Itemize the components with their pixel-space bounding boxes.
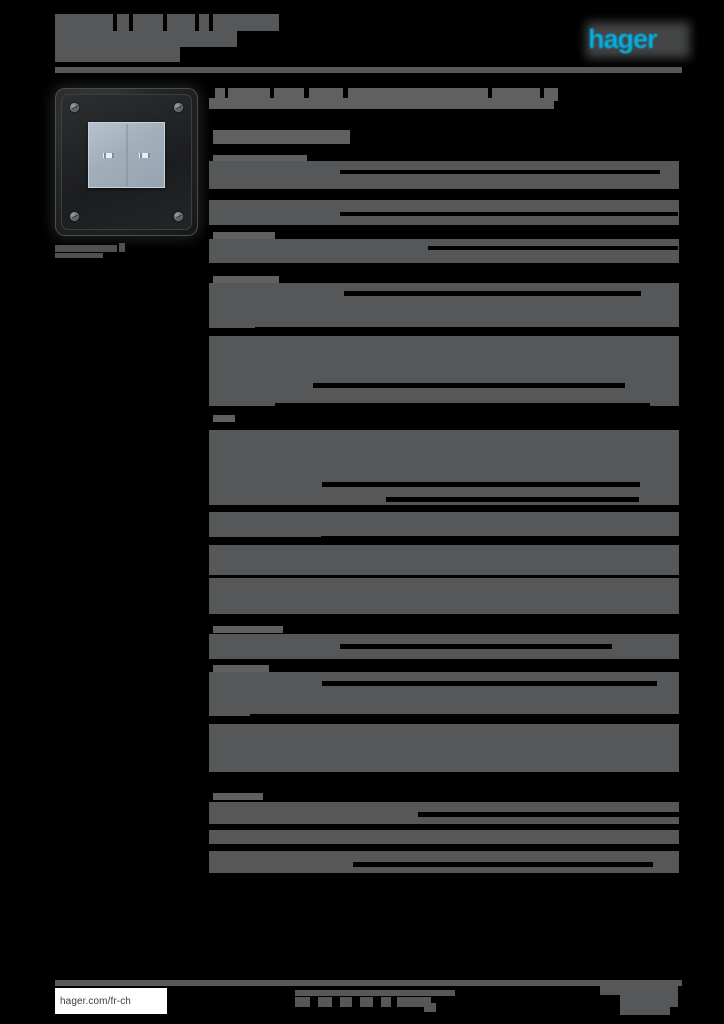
redaction-gap <box>340 212 678 216</box>
section-label-bar <box>213 415 235 422</box>
redaction-gap <box>344 291 641 296</box>
page-title-bar <box>55 14 113 31</box>
figure-caption-bar <box>119 243 125 252</box>
spec-row-bar <box>209 336 679 406</box>
spec-row-bar <box>209 672 679 716</box>
wall-plate-frame <box>55 88 198 236</box>
spec-row-bar <box>209 578 679 614</box>
screw-icon <box>70 212 79 221</box>
rocker-divider <box>126 124 127 186</box>
page-title-bar <box>213 14 279 31</box>
page-title-bar <box>133 14 163 31</box>
footer-text-bar <box>397 997 431 1007</box>
footer-url-box[interactable]: hager.com/fr-ch <box>55 988 167 1014</box>
product-image <box>55 88 198 236</box>
section-label-bar <box>213 793 263 800</box>
footer-url-label: hager.com/fr-ch <box>60 995 131 1007</box>
section-heading-bar <box>544 88 558 101</box>
page-title-bar <box>55 47 180 62</box>
page-title-bar <box>117 14 129 31</box>
footer-text-bar <box>295 990 455 996</box>
redaction-gap <box>353 862 653 867</box>
page-title-bar <box>55 31 237 47</box>
hager-logo[interactable]: hager <box>588 24 658 54</box>
subheading-bar <box>213 130 350 144</box>
section-heading-bar <box>348 88 488 101</box>
footer-text-bar <box>318 997 332 1007</box>
screw-icon <box>70 103 79 112</box>
redaction-gap <box>322 681 657 686</box>
figure-caption-bar <box>55 245 117 252</box>
section-heading-bar <box>492 88 540 101</box>
rocker-label-window <box>102 151 115 159</box>
redaction-gap <box>275 403 650 408</box>
spec-row-bar <box>209 830 679 844</box>
footer-text-bar <box>381 997 391 1007</box>
redaction-gap <box>255 327 679 336</box>
spec-row-bar <box>209 545 679 575</box>
footer-text-bar <box>424 1003 436 1012</box>
redaction-gap <box>250 714 679 724</box>
page-number-bar <box>600 986 636 995</box>
footer-text-bar <box>360 997 373 1007</box>
section-label-bar <box>213 626 283 633</box>
redaction-gap <box>322 482 640 487</box>
spec-row-bar <box>209 161 679 189</box>
section-label-bar <box>213 665 269 672</box>
redaction-gap <box>340 170 660 174</box>
section-heading-bar <box>274 88 304 101</box>
redaction-gap <box>340 644 612 649</box>
page-title-bar <box>167 14 195 31</box>
section-heading-bar <box>215 88 225 101</box>
redaction-gap <box>386 497 639 502</box>
redaction-gap <box>418 812 679 817</box>
redaction-gap <box>321 536 679 545</box>
screw-icon <box>174 212 183 221</box>
spec-row-bar <box>209 430 679 505</box>
section-heading-bar <box>309 88 343 101</box>
section-label-bar <box>213 155 307 162</box>
spec-row-bar <box>209 283 679 328</box>
redaction-gap <box>428 246 678 250</box>
footer-text-bar <box>340 997 352 1007</box>
figure-caption-bar <box>55 253 103 258</box>
section-heading-bar <box>228 88 270 101</box>
page-number-bar <box>620 986 678 1007</box>
screw-icon <box>174 103 183 112</box>
spec-row-bar <box>209 724 679 772</box>
spec-row-bar <box>209 512 679 537</box>
section-label-bar <box>213 276 279 283</box>
footer-divider <box>55 980 682 986</box>
double-rocker-switch <box>88 122 165 188</box>
page-title-bar <box>199 14 209 31</box>
redaction-gap <box>313 383 625 388</box>
section-label-bar <box>213 232 275 239</box>
section-heading-bar <box>209 98 554 109</box>
page-number-bar <box>620 1006 670 1015</box>
footer-text-bar <box>295 997 310 1007</box>
header-divider <box>55 67 682 73</box>
rocker-label-window <box>138 151 151 159</box>
brand-logo-glow <box>586 22 690 58</box>
spec-row-bar <box>209 239 679 263</box>
